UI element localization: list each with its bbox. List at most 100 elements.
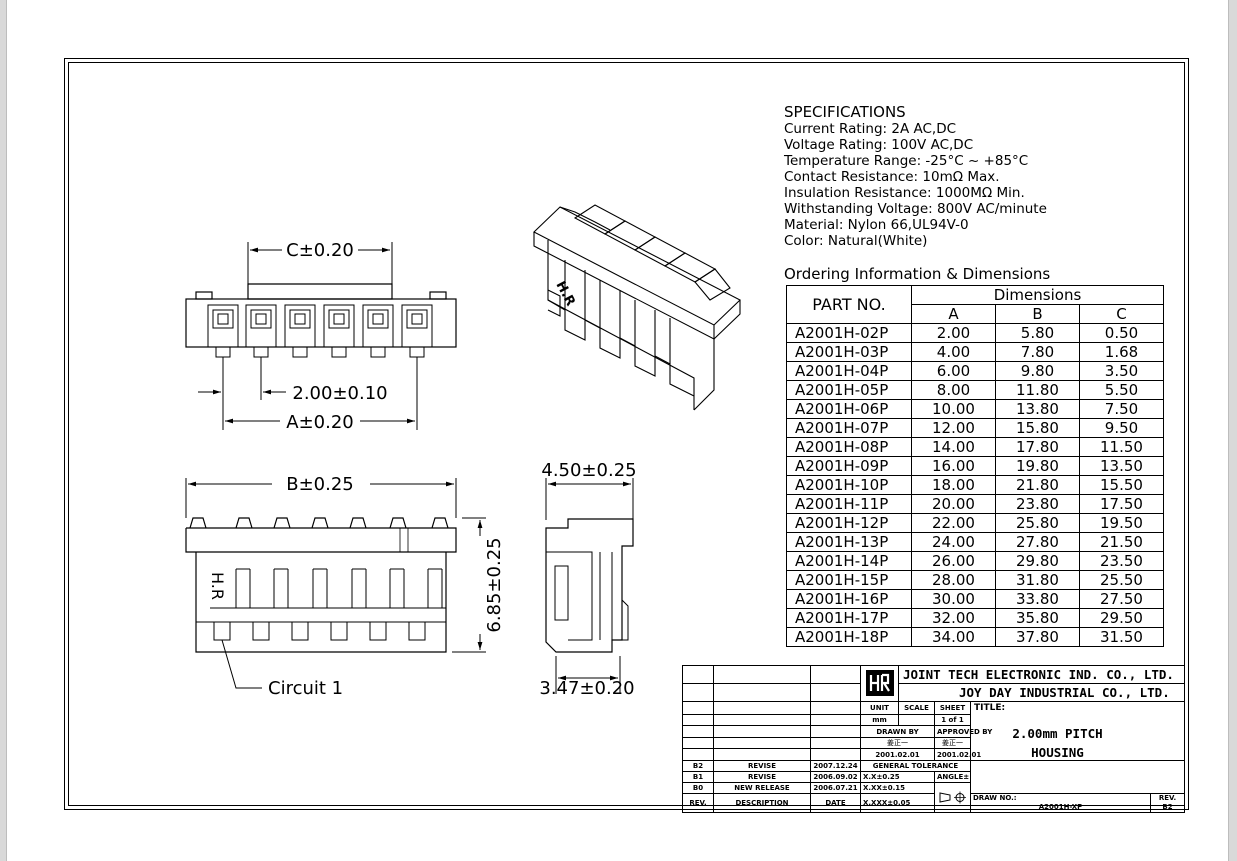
specifications-heading: SPECIFICATIONS [784,103,906,121]
dim-c-cell: 5.50 [1079,380,1164,400]
circuit-1-label: Circuit 1 [268,678,343,699]
dim-a-cell: 26.00 [911,551,996,571]
draw-no-value: A2001H-XP [1038,803,1083,811]
dim-c-cell: 7.50 [1079,399,1164,419]
dim-b-cell: 33.80 [995,589,1080,609]
part-number-cell: A2001H-02P [786,323,912,343]
rev-row-3-desc: NEW RELEASE [713,782,811,794]
dim-a-cell: 2.00 [911,323,996,343]
title-block: JOINT TECH ELECTRONIC IND. CO., LTD. JOY… [682,665,1185,813]
side-dimension-label: 3.47±0.20 [539,678,634,699]
part-number-cell: A2001H-13P [786,532,912,552]
isometric-view: H.R [533,204,741,411]
dim-b-cell: 19.80 [995,456,1080,476]
dim-b-cell: 9.80 [995,361,1080,381]
dimensions-header: Dimensions [911,285,1164,305]
dim-a-cell: 22.00 [911,513,996,533]
spec-insulation-resistance: Insulation Resistance: 1000MΩ Min. [784,185,1025,201]
a-dimension-label: A±0.20 [286,412,353,433]
title-line-1: 2.00mm PITCH [1012,726,1103,741]
rev-row-2-rev: B1 [682,771,714,783]
part-number-cell: A2001H-18P [786,627,912,647]
part-number-cell: A2001H-10P [786,475,912,495]
col-b-header: B [995,304,1080,324]
dim-c-cell: 15.50 [1079,475,1164,495]
part-number-cell: A2001H-05P [786,380,912,400]
projection-symbol-icon [939,791,966,803]
dim-c-cell: 21.50 [1079,532,1164,552]
drawing-border-inner [68,62,1185,806]
rev-row-1-desc: REVISE [713,760,811,772]
dim-c-cell: 0.50 [1079,323,1164,343]
part-number-cell: A2001H-14P [786,551,912,571]
dim-b-cell: 7.80 [995,342,1080,362]
dim-c-cell: 31.50 [1079,627,1164,647]
drawing-border-outer [64,58,1189,810]
col-a-header: A [911,304,996,324]
drawn-date: 2001.02.01 [860,748,935,761]
dim-a-cell: 34.00 [911,627,996,647]
viewer-left-edge [0,0,7,861]
part-number-cell: A2001H-09P [786,456,912,476]
company-logo-icon [865,669,894,696]
sheet-label: SHEET [934,701,971,715]
desc-col-header: DESCRIPTION [713,793,811,813]
company-name-1: JOINT TECH ELECTRONIC IND. CO., LTD. [898,665,1185,684]
part-number-cell: A2001H-17P [786,608,912,628]
spec-voltage-rating: Voltage Rating: 100V AC,DC [784,137,974,153]
ordering-title: Ordering Information & Dimensions [784,265,1051,283]
title-label: TITLE: [974,703,1006,713]
part-number-cell: A2001H-12P [786,513,912,533]
spec-material: Material: Nylon 66,UL94V-0 [784,217,969,233]
dim-c-cell: 3.50 [1079,361,1164,381]
drawn-by-name: 姜正一 [860,736,935,750]
rev-row-3-date: 2006.07.21 [810,782,861,794]
dim-c-cell: 17.50 [1079,494,1164,514]
rev-label: REV. [1158,794,1177,802]
sheet-value: 1 of 1 [934,713,971,727]
drawn-by-label: DRAWN BY [860,725,935,738]
dim-c-cell: 19.50 [1079,513,1164,533]
spec-current-rating: Current Rating: 2A AC,DC [784,121,957,137]
dim-c-cell: 29.50 [1079,608,1164,628]
dim-b-cell: 5.80 [995,323,1080,343]
b-dimension-label: B±0.25 [286,474,354,495]
part-no-header: PART NO. [786,285,912,324]
scale-label: SCALE [898,701,935,715]
dim-a-cell: 6.00 [911,361,996,381]
approved-by-name: 姜正一 [934,736,971,750]
dim-c-cell: 1.68 [1079,342,1164,362]
side-view: 4.50±0.25 3.47±0.20 [539,460,636,699]
dim-b-cell: 11.80 [995,380,1080,400]
rear-view: B±0.25 H.R Circuit 1 [185,474,505,699]
dim-c-cell: 27.50 [1079,589,1164,609]
dim-c-cell: 11.50 [1079,437,1164,457]
dim-a-cell: 30.00 [911,589,996,609]
dim-a-cell: 8.00 [911,380,996,400]
angle-label: ANGLE± [934,771,971,783]
tolerance-3: X.XXX±0.05 [860,793,935,813]
dim-a-cell: 12.00 [911,418,996,438]
part-number-cell: A2001H-03P [786,342,912,362]
dim-c-cell: 9.50 [1079,418,1164,438]
dim-b-cell: 25.80 [995,513,1080,533]
tolerance-1: X.X±0.25 [860,771,935,783]
rev-row-1-rev: B2 [682,760,714,772]
spec-temperature-range: Temperature Range: -25°C ~ +85°C [784,153,1029,169]
dim-a-cell: 14.00 [911,437,996,457]
dim-a-cell: 32.00 [911,608,996,628]
rev-row-1-date: 2007.12.24 [810,760,861,772]
rev-value: B2 [1162,803,1173,811]
part-number-cell: A2001H-08P [786,437,912,457]
